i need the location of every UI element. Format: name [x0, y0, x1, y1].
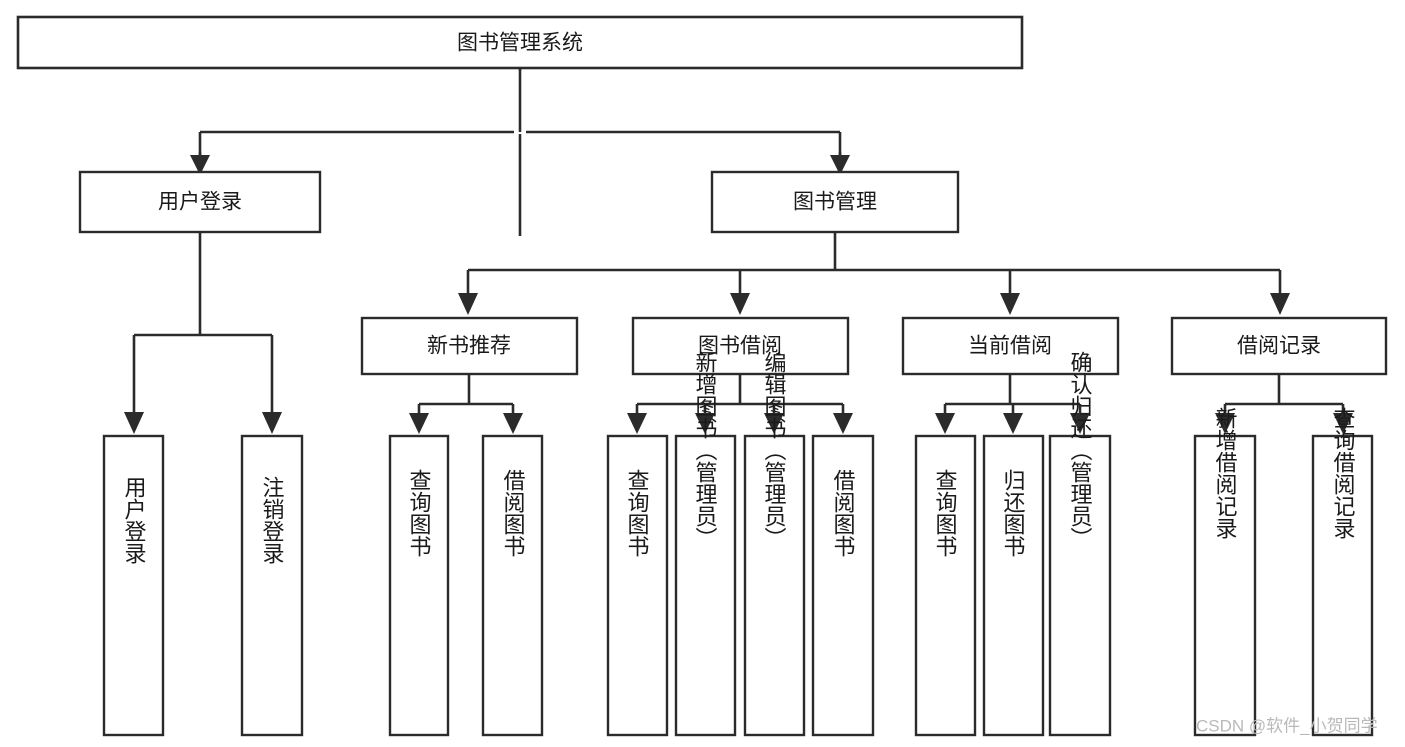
- leaf-box[interactable]: [914, 434, 977, 737]
- leaf-label: 查询图书: [625, 469, 650, 557]
- arrow-icon: [1003, 413, 1023, 434]
- node-new-book-recommend-label: 新书推荐: [427, 335, 511, 358]
- leaf-label: 编辑图书（管理员）: [762, 351, 787, 549]
- leaf-current-borrow-1[interactable]: 归还图书: [982, 434, 1045, 737]
- arrow-icon: [1333, 413, 1353, 434]
- arrow-icon: [124, 412, 144, 434]
- leaf-label: 借阅图书: [501, 469, 526, 557]
- leaf-box[interactable]: [102, 434, 165, 737]
- leaf-label: 新增借阅记录: [1213, 407, 1238, 539]
- connector-user-login-to-leaves: [124, 232, 282, 434]
- node-book-borrow[interactable]: 图书借阅: [631, 316, 850, 376]
- leaf-box[interactable]: [240, 434, 304, 737]
- node-book-borrow-label: 图书借阅: [698, 335, 782, 358]
- leaf-box[interactable]: [481, 434, 544, 737]
- arrow-icon: [503, 413, 523, 434]
- node-root-box[interactable]: [16, 15, 1024, 70]
- leaf-box[interactable]: [1193, 434, 1257, 737]
- node-current-borrow-box[interactable]: [901, 316, 1120, 376]
- arrow-icon: [262, 412, 282, 434]
- leaf-label: 借阅图书: [831, 469, 856, 557]
- leaf-label: 确认归还（管理员）: [1068, 351, 1093, 549]
- node-book-management-label: 图书管理: [793, 191, 877, 214]
- leaf-box[interactable]: [1311, 434, 1374, 737]
- node-user-login-box[interactable]: [78, 170, 322, 234]
- arrow-icon: [764, 413, 784, 434]
- arrow-icon: [1000, 293, 1020, 315]
- leaf-label: 查询图书: [407, 469, 432, 557]
- node-borrow-record[interactable]: 借阅记录: [1170, 316, 1388, 376]
- leaf-book-borrow-1[interactable]: 新增图书（管理员）: [674, 351, 737, 737]
- connector-borrow-record-to-leaves: [1215, 374, 1353, 434]
- leaf-current-borrow-2[interactable]: 确认归还（管理员）: [1048, 351, 1112, 737]
- leaf-borrow-record-0[interactable]: 新增借阅记录: [1193, 407, 1257, 737]
- node-user-login-label: 用户登录: [158, 191, 242, 214]
- watermark-label: CSDN @软件_小贺同学: [1196, 716, 1378, 735]
- leaf-new-book-1[interactable]: 借阅图书: [481, 434, 544, 737]
- leaf-label: 注销登录: [260, 476, 285, 564]
- leaf-box[interactable]: [674, 434, 737, 737]
- node-user-login[interactable]: 用户登录: [78, 170, 322, 234]
- arrow-icon: [627, 413, 647, 434]
- arrow-icon: [935, 413, 955, 434]
- node-new-book-recommend-box[interactable]: [360, 316, 579, 376]
- node-current-borrow[interactable]: 当前借阅: [901, 316, 1120, 376]
- leaf-book-borrow-0[interactable]: 查询图书: [606, 434, 669, 737]
- arrow-icon: [730, 293, 750, 315]
- node-current-borrow-label: 当前借阅: [968, 335, 1052, 358]
- leaf-book-borrow-2[interactable]: 编辑图书（管理员）: [743, 351, 806, 737]
- leaf-box[interactable]: [743, 434, 806, 737]
- leaf-label: 新增图书（管理员）: [693, 351, 718, 549]
- leaf-box[interactable]: [388, 434, 450, 737]
- arrow-icon: [1270, 293, 1290, 315]
- connector-book-borrow-to-leaves: [627, 374, 853, 434]
- node-root-label: 图书管理系统: [457, 32, 583, 55]
- leaf-borrow-record-1[interactable]: 查询借阅记录: [1311, 407, 1374, 737]
- arrow-icon: [190, 155, 210, 175]
- arrow-icon: [833, 413, 853, 434]
- arrow-icon: [1070, 413, 1090, 434]
- leaf-box[interactable]: [811, 434, 875, 737]
- leaf-book-borrow-3[interactable]: 借阅图书: [811, 434, 875, 737]
- connector-book-management-to-level3: [458, 232, 1290, 315]
- arrow-icon: [458, 293, 478, 315]
- leaf-current-borrow-0[interactable]: 查询图书: [914, 434, 977, 737]
- arrow-icon: [695, 413, 715, 434]
- leaf-box[interactable]: [1048, 434, 1112, 737]
- arrow-icon: [409, 413, 429, 434]
- leaf-label: 用户登录: [122, 476, 147, 564]
- node-book-management-box[interactable]: [710, 170, 960, 234]
- leaf-box[interactable]: [982, 434, 1045, 737]
- leaf-user-login-1[interactable]: 注销登录: [240, 434, 304, 737]
- leaf-box[interactable]: [606, 434, 669, 737]
- leaf-label: 查询图书: [933, 469, 958, 557]
- node-root[interactable]: 图书管理系统: [16, 15, 1024, 70]
- arrow-icon: [830, 155, 850, 175]
- leaf-user-login-0[interactable]: 用户登录: [102, 434, 165, 737]
- arrow-icon: [1215, 413, 1235, 434]
- node-borrow-record-label: 借阅记录: [1237, 335, 1321, 358]
- leaf-label: 查询借阅记录: [1331, 407, 1356, 539]
- connector-current-borrow-to-leaves: [935, 374, 1090, 434]
- node-new-book-recommend[interactable]: 新书推荐: [360, 316, 579, 376]
- node-book-borrow-box[interactable]: [631, 316, 850, 376]
- leaf-new-book-0[interactable]: 查询图书: [388, 434, 450, 737]
- connector-new-book-recommend-to-leaves: [409, 374, 523, 434]
- node-book-management[interactable]: 图书管理: [710, 170, 960, 234]
- leaf-label: 归还图书: [1001, 469, 1026, 557]
